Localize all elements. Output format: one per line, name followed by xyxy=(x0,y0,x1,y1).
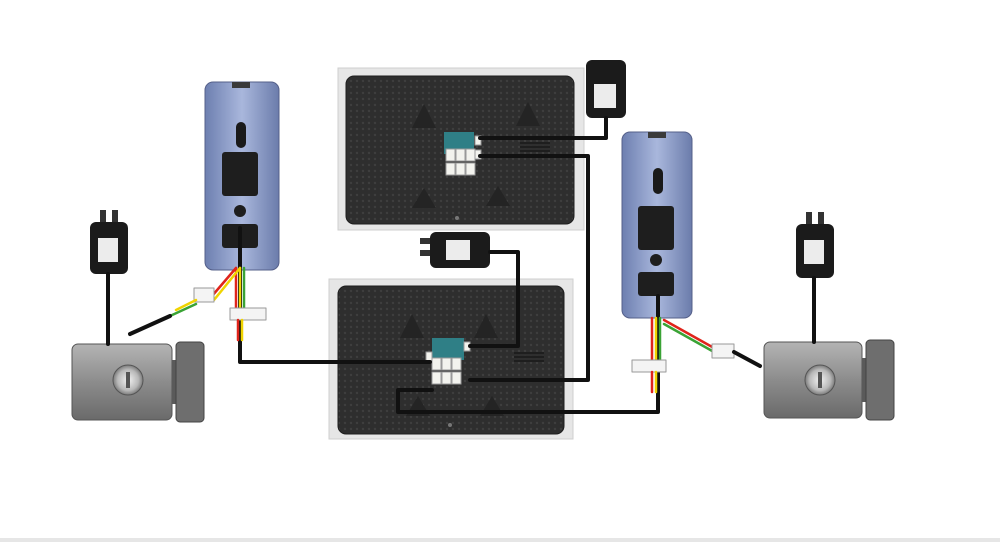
bottom-rule xyxy=(0,538,1000,542)
adapter-middle xyxy=(420,232,490,268)
adapter-right xyxy=(796,212,834,278)
connector-left xyxy=(229,307,267,321)
camera-window xyxy=(222,152,258,196)
wires xyxy=(106,116,816,414)
lock-left xyxy=(71,341,205,423)
doorbell-right xyxy=(621,131,693,319)
connector-right-lock xyxy=(711,343,735,359)
monitor-bottom xyxy=(328,278,574,440)
speaker-slot xyxy=(653,168,663,194)
wire-adapter-middle xyxy=(468,250,520,348)
adapter-left xyxy=(90,210,128,274)
wire-adapter-top xyxy=(478,116,608,140)
vent-grille xyxy=(520,142,550,152)
lock-right xyxy=(763,339,895,421)
wire-doorbell-right xyxy=(396,294,660,414)
mount-hook xyxy=(474,314,498,338)
mount-hook xyxy=(412,188,436,208)
mount-hook xyxy=(412,104,436,128)
camera-window xyxy=(638,206,674,250)
wire-monitor-link xyxy=(468,154,590,382)
mount-hook xyxy=(516,102,540,126)
mount-hook xyxy=(400,314,424,338)
speaker-slot xyxy=(236,122,246,148)
terminal-block-bottom xyxy=(425,338,471,385)
adapter-top xyxy=(586,60,626,118)
connector-right xyxy=(631,359,667,373)
connector-left-lock xyxy=(193,287,215,303)
doorbell-left xyxy=(204,81,280,271)
terminal-block-top xyxy=(444,132,482,176)
monitor-top xyxy=(337,67,585,231)
vent-grille xyxy=(514,352,544,362)
mount-hook xyxy=(486,186,510,206)
